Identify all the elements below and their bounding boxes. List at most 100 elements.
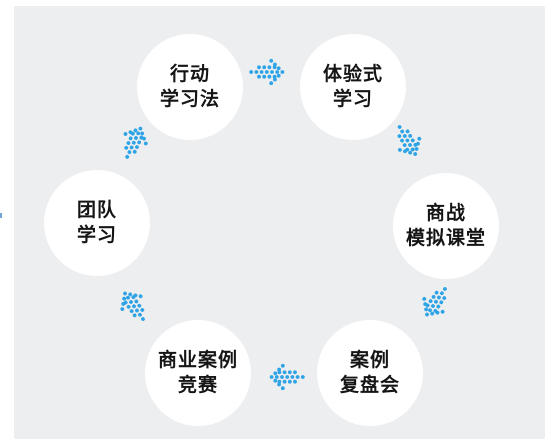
arrow-dot xyxy=(123,300,128,305)
arrow-dot xyxy=(277,379,282,384)
arrow-dot xyxy=(277,367,281,372)
arrow-dot xyxy=(262,74,267,79)
arrow-dot xyxy=(276,66,281,71)
arrow-dot xyxy=(400,129,405,134)
arrow-dot xyxy=(254,70,259,74)
arrow-dot xyxy=(425,303,430,308)
flow-arrow xyxy=(123,126,148,159)
arrow-dot xyxy=(405,129,410,134)
arrow-dot xyxy=(408,133,413,138)
arrow-dot xyxy=(428,299,433,304)
edge-artifact xyxy=(0,213,2,218)
flow-arrow xyxy=(120,291,145,321)
arrow-dot xyxy=(287,379,292,384)
node-team-learning: 团队 学习 xyxy=(44,170,150,276)
arrow-dot xyxy=(249,70,254,74)
arrow-dot xyxy=(128,292,133,297)
arrow-dot xyxy=(267,74,272,79)
arrow-dot xyxy=(138,126,143,131)
arrow-dot xyxy=(123,132,128,136)
arrow-dot xyxy=(138,312,142,317)
arrow-dot xyxy=(125,154,130,159)
arrow-dot xyxy=(414,147,419,151)
node-label-line: 竞赛 xyxy=(177,374,218,396)
node-label-line: 学习 xyxy=(76,224,117,246)
arrow-dot xyxy=(405,147,410,152)
arrow-dot xyxy=(410,138,415,143)
arrow-dot xyxy=(137,303,142,308)
arrow-dot xyxy=(440,309,445,314)
arrow-dot xyxy=(417,136,422,141)
node-label-line: 模拟课堂 xyxy=(405,227,486,249)
arrow-dot xyxy=(143,141,148,146)
arrow-dot xyxy=(122,296,127,301)
arrow-dot xyxy=(285,375,290,379)
arrow-dot xyxy=(431,295,436,299)
arrow-dot xyxy=(131,295,136,300)
arrow-dot xyxy=(264,70,269,74)
arrow-dot xyxy=(275,70,280,74)
arrow-dot xyxy=(287,370,292,375)
arrow-dot xyxy=(257,74,261,79)
arrow-dot xyxy=(273,77,277,82)
node-label-line: 案例 xyxy=(349,349,390,371)
arrow-dot xyxy=(129,309,134,313)
flow-arrow xyxy=(269,363,305,391)
node-business-case-competition: 商业案例 竞赛 xyxy=(145,320,251,426)
node-label-line: 商业案例 xyxy=(157,349,238,371)
arrow-dot xyxy=(442,296,447,300)
arrow-dot xyxy=(270,70,274,74)
arrow-dot xyxy=(290,375,295,379)
arrow-dot xyxy=(272,74,277,79)
arrow-dot xyxy=(400,138,404,143)
arrow-dot xyxy=(293,379,297,384)
arrow-dot xyxy=(425,312,429,317)
arrow-dot xyxy=(139,135,144,140)
arrow-dot xyxy=(131,140,136,145)
arrow-dot xyxy=(413,143,418,147)
arrow-dot xyxy=(433,308,438,313)
arrow-dot xyxy=(437,295,441,300)
arrow-dot xyxy=(431,304,435,308)
arrow-dot xyxy=(136,131,141,136)
arrow-dot xyxy=(126,304,131,309)
arrow-dot xyxy=(135,308,139,313)
arrow-dot xyxy=(397,134,402,138)
arrow-dot xyxy=(434,290,439,295)
arrow-dot xyxy=(140,308,145,312)
arrow-dot xyxy=(282,370,287,375)
arrow-dot xyxy=(267,65,272,70)
node-experiential-learning: 体验式 学习 xyxy=(300,34,406,140)
arrow-dot xyxy=(405,138,410,143)
arrow-dot xyxy=(408,143,412,147)
arrow-dot xyxy=(398,148,402,152)
node-case-review: 案例 复盘会 xyxy=(317,320,423,426)
arrow-dot xyxy=(280,363,285,368)
arrow-dot xyxy=(269,58,274,63)
arrow-dot xyxy=(259,70,264,74)
node-action-learning: 行动 学习法 xyxy=(137,34,243,140)
arrow-dot xyxy=(273,378,278,383)
arrow-dot xyxy=(439,300,444,305)
arrow-dot xyxy=(274,375,279,379)
arrow-dot xyxy=(277,382,281,387)
arrow-dot xyxy=(293,370,297,375)
arrow-dot xyxy=(422,297,427,301)
arrow-dot xyxy=(135,145,139,149)
arrow-dot xyxy=(440,291,444,296)
arrow-dot xyxy=(424,307,429,312)
arrow-dot xyxy=(282,379,287,384)
arrow-dot xyxy=(277,370,282,375)
arrow-dot xyxy=(410,147,415,152)
flow-arrow xyxy=(397,125,422,156)
arrow-dot xyxy=(126,141,131,145)
arrow-dot xyxy=(132,149,137,154)
arrow-dot xyxy=(134,299,139,304)
node-business-simulation: 商战 模拟课堂 xyxy=(393,173,499,279)
arrow-dot xyxy=(428,308,432,313)
arrow-dot xyxy=(280,375,284,379)
arrow-dot xyxy=(141,317,145,321)
node-label-line: 商战 xyxy=(425,202,466,224)
